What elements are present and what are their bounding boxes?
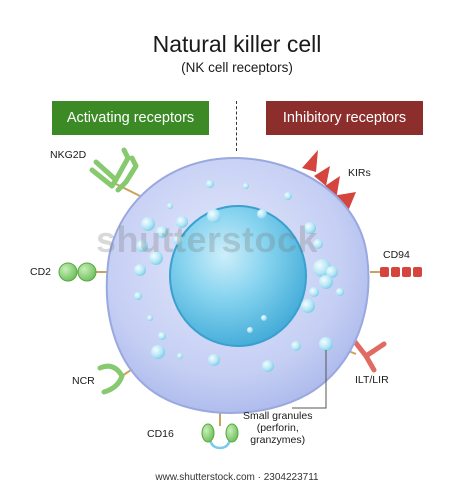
inhibitory-receptors-badge: Inhibitory receptors [266, 101, 423, 135]
label-ncr: NCR [72, 375, 95, 387]
watermark-text: shutterstock [96, 219, 319, 260]
cd2-receptor [58, 262, 118, 282]
label-kirs: KIRs [348, 167, 371, 179]
cd16-receptor [201, 406, 239, 450]
granules [134, 180, 344, 372]
granules-label-line2: (perforin, [256, 422, 299, 434]
cell-nucleus [169, 205, 307, 347]
granules-label-line3: granzymes) [250, 434, 306, 446]
label-cd2: CD2 [30, 266, 52, 278]
nkg2d-receptor [89, 147, 141, 197]
label-cd94: CD94 [383, 249, 410, 261]
label-nkg2d: NKG2D [50, 149, 87, 161]
cd94-receptor [370, 267, 422, 277]
footer-credit: www.shutterstock.com · 2304223711 [155, 472, 319, 483]
granules-leader-line [292, 350, 327, 409]
activating-receptors-badge: Activating receptors [52, 101, 209, 135]
page-subtitle: (NK cell receptors) [181, 60, 293, 75]
granules-label-line1: Small granules [243, 410, 313, 422]
page-title: Natural killer cell [152, 31, 322, 57]
dashed-divider [236, 101, 237, 151]
label-small-granules: Small granules (perforin, granzymes) [243, 410, 312, 446]
label-ilt-lir: ILT/LIR [355, 374, 389, 386]
label-cd16: CD16 [147, 428, 174, 440]
